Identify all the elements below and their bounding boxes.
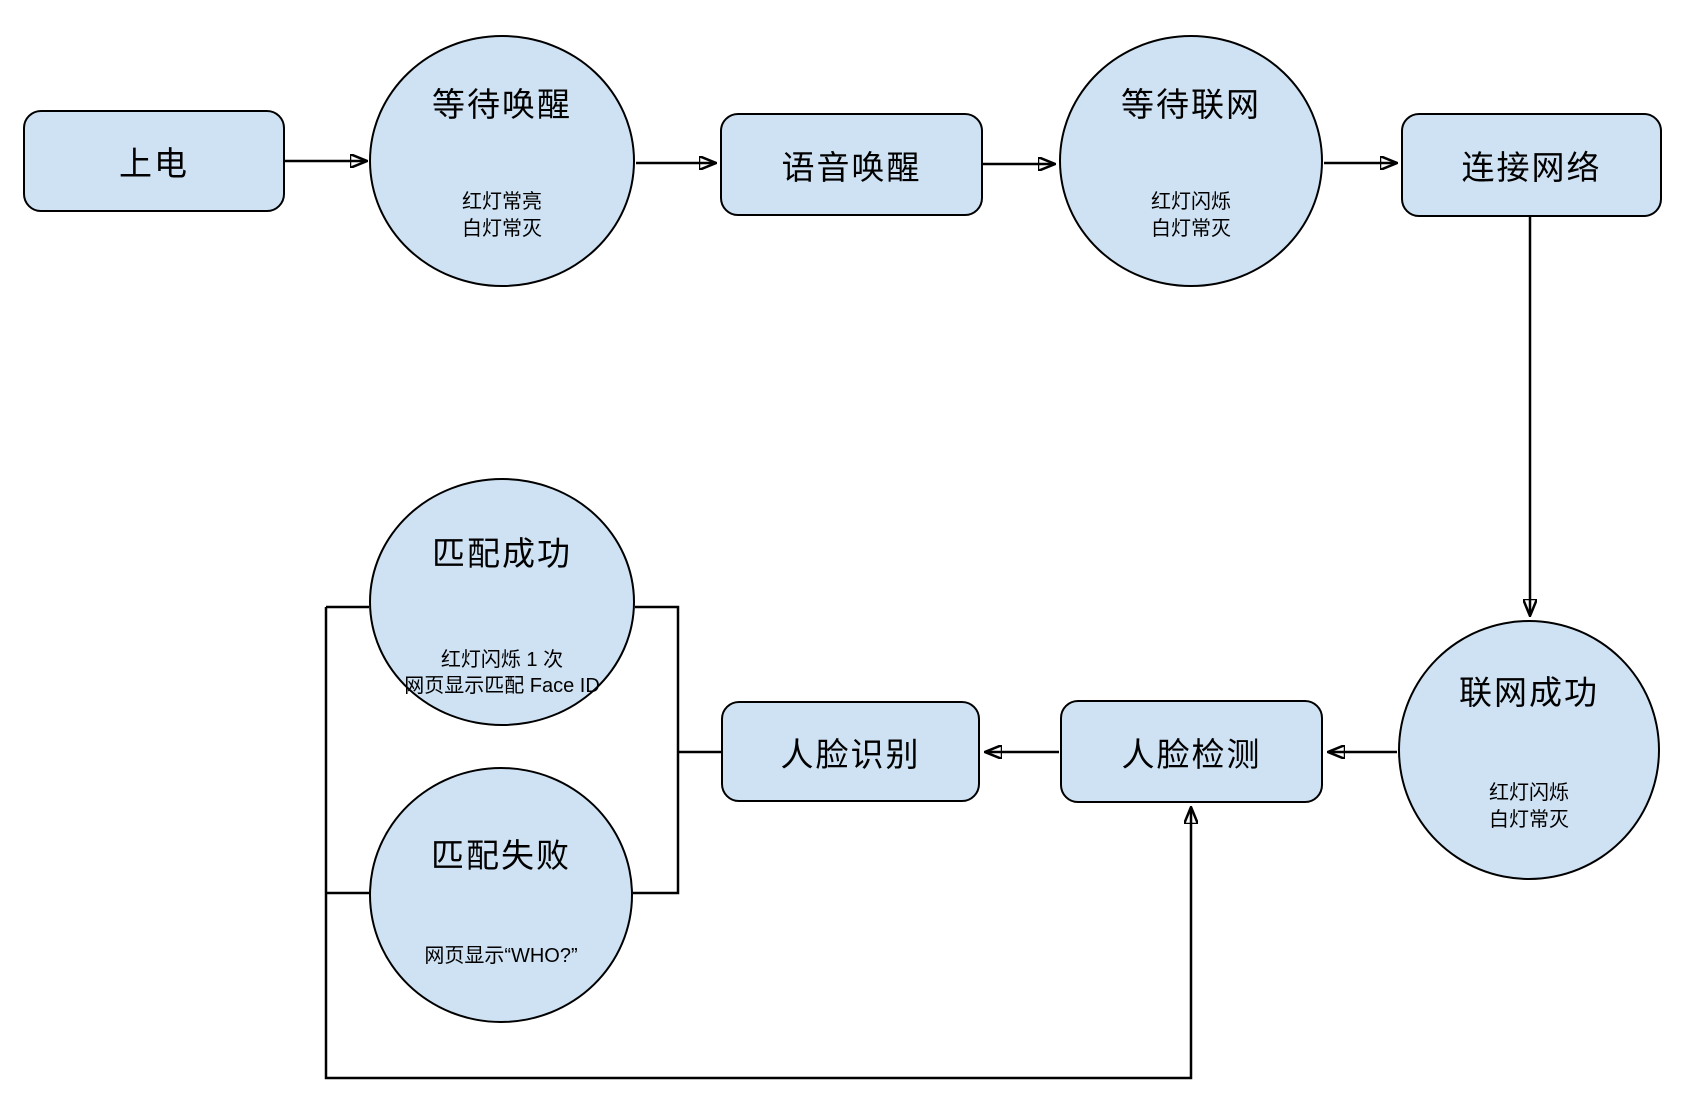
- node-voice-wake-label: 语音唤醒: [781, 148, 922, 186]
- subtext-line-2: 白灯常灭: [462, 218, 542, 240]
- node-face-detect-label: 人脸检测: [1121, 735, 1262, 773]
- node-network-success-title: 联网成功: [1459, 674, 1599, 711]
- subtext-line-2: 白灯常灭: [1489, 809, 1569, 831]
- node-face-detect: 人脸检测: [1060, 700, 1323, 803]
- node-match-success-title: 匹配成功: [432, 535, 572, 572]
- subtext-line-1: 红灯闪烁: [1151, 191, 1231, 213]
- subtext-line-2: 白灯常灭: [1151, 218, 1231, 240]
- node-match-fail: 匹配失败 网页显示“WHO?”: [369, 767, 633, 1023]
- node-voice-wake: 语音唤醒: [720, 113, 983, 216]
- node-power-on-label: 上电: [119, 145, 189, 182]
- subtext-line-1: 红灯常亮: [462, 191, 542, 213]
- node-network-success: 联网成功 红灯闪烁 白灯常灭: [1398, 620, 1660, 880]
- node-match-fail-title: 匹配失败: [431, 837, 571, 874]
- node-connect-network: 连接网络: [1401, 113, 1662, 217]
- node-connect-network-label: 连接网络: [1461, 149, 1602, 186]
- node-face-recognize-label: 人脸识别: [780, 735, 921, 773]
- line-bracket-right: [633, 605, 680, 895]
- node-wait-network: 等待联网 红灯闪烁 白灯常灭: [1059, 35, 1323, 287]
- node-face-recognize: 人脸识别: [721, 701, 980, 802]
- node-match-success-subtext: 红灯闪烁 1 次 网页显示匹配 Face ID: [371, 647, 633, 699]
- node-wait-network-subtext: 红灯闪烁 白灯常灭: [1061, 189, 1321, 243]
- subtext-line-1: 红灯闪烁 1 次: [440, 649, 564, 671]
- subtext-line-2: 网页显示匹配 Face ID: [404, 675, 600, 697]
- subtext-line-1: 网页显示“WHO?”: [424, 945, 578, 967]
- arrow-loop-back-to-detect: [324, 607, 1191, 1080]
- node-wait-network-title: 等待联网: [1121, 86, 1261, 123]
- node-match-fail-subtext: 网页显示“WHO?”: [371, 943, 631, 970]
- subtext-line-1: 红灯闪烁: [1489, 782, 1569, 804]
- node-wait-wake-title: 等待唤醒: [432, 86, 572, 123]
- node-match-success: 匹配成功 红灯闪烁 1 次 网页显示匹配 Face ID: [369, 478, 635, 726]
- node-power-on: 上电: [23, 110, 285, 212]
- node-wait-wake: 等待唤醒 红灯常亮 白灯常灭: [369, 35, 635, 287]
- node-wait-wake-subtext: 红灯常亮 白灯常灭: [371, 189, 633, 243]
- node-network-success-subtext: 红灯闪烁 白灯常灭: [1400, 780, 1658, 834]
